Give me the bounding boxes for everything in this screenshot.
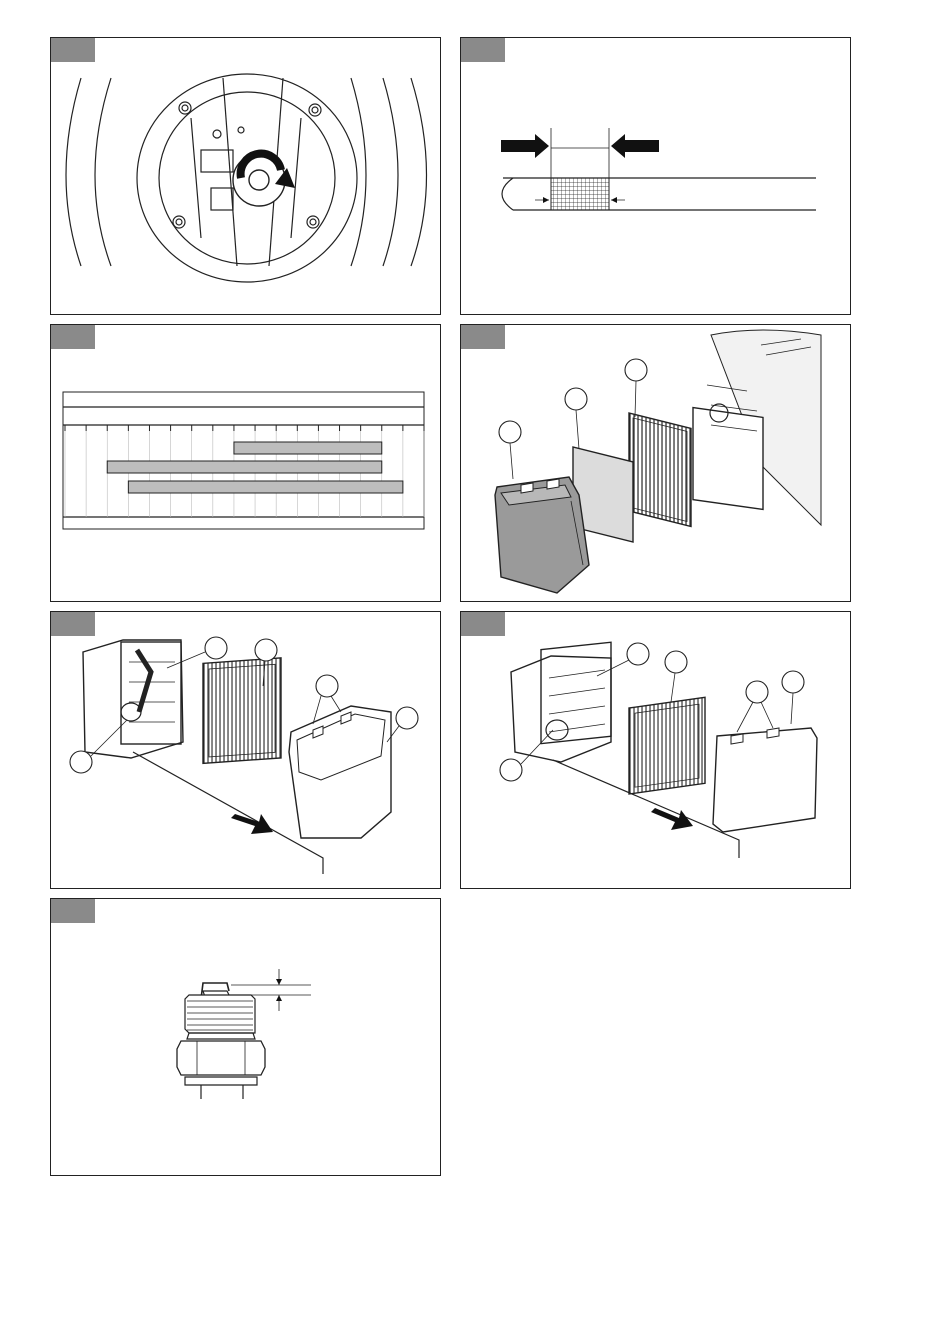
panel-air-filter-assembly-a — [50, 611, 441, 889]
schedule-chart — [51, 325, 441, 602]
air-filter-assembly-b-illustration — [461, 612, 851, 889]
panel-air-filter-assembly-b — [460, 611, 851, 889]
schedule-bar — [107, 461, 382, 473]
schedule-bar — [128, 481, 403, 493]
air-filter-exploded-illustration — [461, 325, 851, 602]
panel-air-filter-exploded — [460, 324, 851, 602]
air-filter-assembly-a-illustration — [51, 612, 441, 889]
panel-blade-removal — [50, 37, 441, 315]
blade-hub-illustration — [51, 38, 441, 315]
panel-maintenance-schedule — [50, 324, 441, 602]
blade-edge-diagram — [461, 38, 851, 315]
schedule-bar — [234, 442, 382, 454]
panel-spark-plug-gap — [50, 898, 441, 1176]
panel-blade-sharpening — [460, 37, 851, 315]
spark-plug-illustration — [51, 899, 441, 1176]
